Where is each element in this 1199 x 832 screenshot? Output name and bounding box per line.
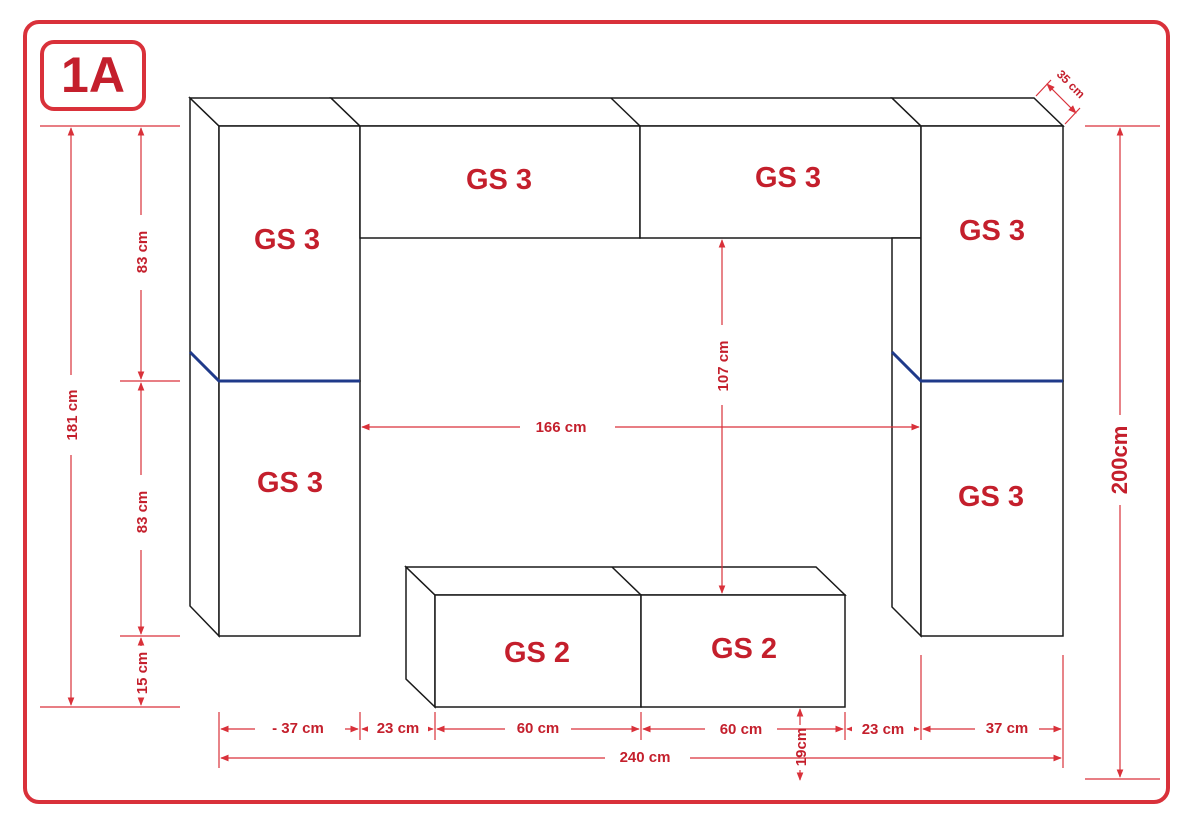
dim-label-left-width: - 37 cm: [272, 720, 324, 737]
right-led-strip: [890, 350, 1063, 383]
diagram-frame: [23, 20, 1170, 804]
left-upper-cabinet: [218, 125, 361, 382]
right-upper-cabinet: [920, 125, 1064, 382]
module-label-top-left: GS 3: [466, 164, 532, 196]
top-left-cabinet: [359, 125, 641, 239]
module-label-right-lower: GS 3: [958, 481, 1024, 513]
left-led-strip: [188, 350, 360, 383]
dim-label-left-upper-height: 83 cm: [134, 231, 151, 274]
tv-right-cabinet: [640, 594, 846, 708]
left-lower-cabinet: [218, 380, 361, 637]
dim-label-tv-left-width: 60 cm: [517, 720, 560, 737]
dim-label-total-height: 200cm: [1107, 426, 1132, 495]
module-label-tv-right: GS 2: [711, 633, 777, 665]
dim-label-right-width: 37 cm: [986, 720, 1029, 737]
dim-label-left-gap: 23 cm: [377, 720, 420, 737]
modules-group: [188, 96, 1065, 709]
right-column-top: [890, 97, 1065, 127]
tv-left-cabinet: [434, 594, 642, 708]
dim-label-total-width: 240 cm: [620, 749, 671, 766]
led-strips: [188, 350, 1063, 383]
module-label-left-lower: GS 3: [257, 467, 323, 499]
dim-label-opening-width: 166 cm: [536, 419, 587, 436]
dim-label-opening-height: 107 cm: [715, 341, 732, 392]
top-right-cabinet: [639, 125, 922, 239]
dimension-lines: [40, 79, 1160, 781]
module-label-tv-left: GS 2: [504, 637, 570, 669]
dim-label-tv-floor-gap: 19cm: [793, 728, 810, 766]
dim-label-left-total-height: 181 cm: [64, 390, 81, 441]
dim-label-right-gap: 23 cm: [862, 721, 905, 738]
variant-badge: 1A: [40, 40, 146, 111]
module-label-right-upper: GS 3: [959, 215, 1025, 247]
dim-label-floor-gap: 15 cm: [134, 652, 151, 695]
right-column-side: [891, 237, 922, 638]
module-label-left-upper: GS 3: [254, 224, 320, 256]
module-label-top-right: GS 3: [755, 162, 821, 194]
dim-label-tv-right-width: 60 cm: [720, 721, 763, 738]
right-lower-cabinet: [920, 380, 1064, 637]
dim-label-left-lower-height: 83 cm: [134, 491, 151, 534]
